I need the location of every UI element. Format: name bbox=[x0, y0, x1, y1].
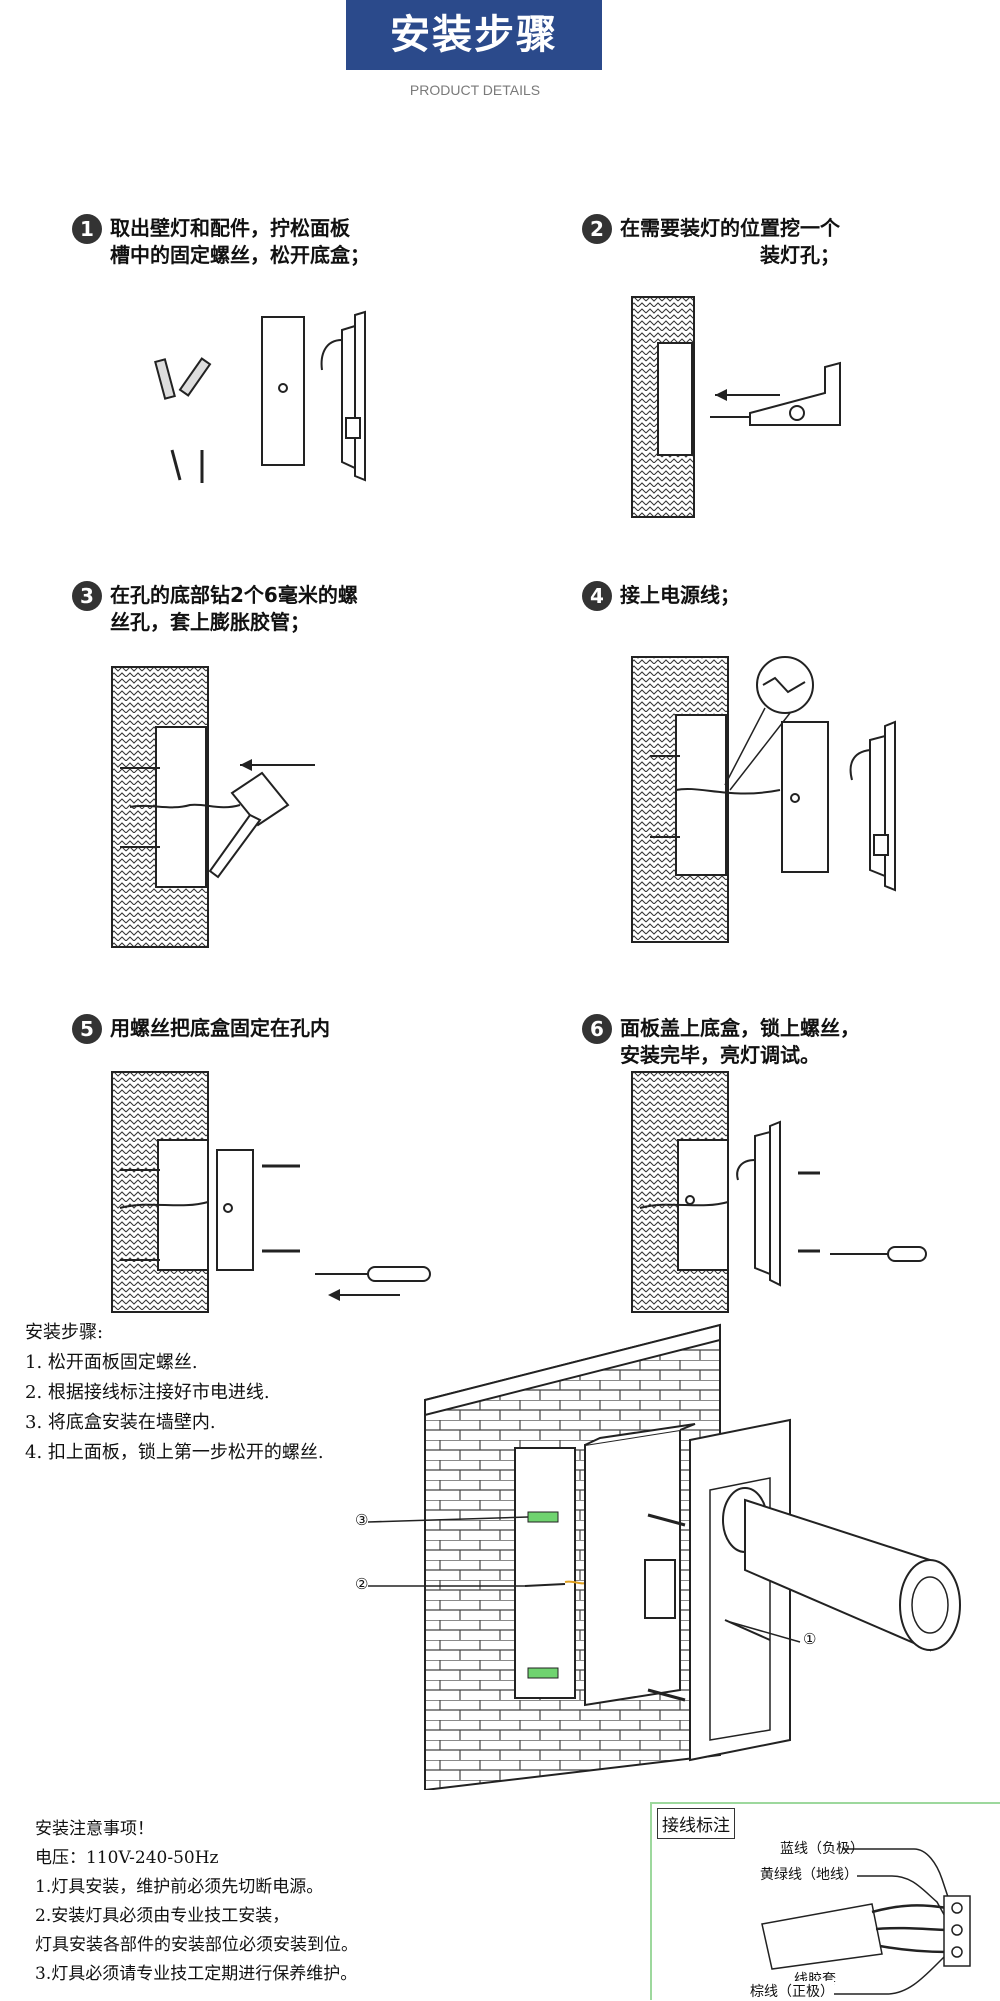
screw-icon bbox=[647, 1513, 686, 1702]
screw-icon bbox=[798, 1171, 820, 1253]
wiring-panel: 接线标注 蓝线（负极） 黄绿线（地线） 线胶套 棕线（正极） bbox=[650, 1802, 1000, 2001]
face-panel bbox=[354, 310, 366, 482]
base-box bbox=[584, 1428, 681, 1707]
step-2-title: 2 在需要装灯的位置挖一个 装灯孔； bbox=[582, 214, 840, 269]
safety-notes-title: 安装注意事项！ bbox=[35, 1819, 154, 1839]
screwdriver-icon bbox=[315, 1266, 431, 1282]
install-steps: 安装步骤: 1. 松开面板固定螺丝. 2. 根据接线标注接好市电进线. 3. 将… bbox=[25, 1318, 324, 1468]
step-3-line: 丝孔，套上膨胀胶管； bbox=[110, 610, 310, 634]
step-5-figure bbox=[111, 1071, 431, 1313]
screw-icon bbox=[170, 449, 204, 483]
exploded-assembly-figure bbox=[367, 1323, 961, 1790]
face-panel bbox=[769, 1120, 781, 1287]
anchor-bolt-icon bbox=[154, 357, 212, 400]
step-4-title: 4 接上电源线； bbox=[582, 581, 740, 611]
step-3-line: 在孔的底部钻2个6毫米的螺 bbox=[110, 583, 358, 607]
page-title: 安装步骤 bbox=[346, 0, 602, 70]
drill-icon bbox=[710, 361, 841, 426]
step-number-icon: 1 bbox=[72, 214, 102, 244]
install-step-item: 2. 根据接线标注接好市电进线. bbox=[25, 1382, 270, 1403]
step-number-icon: 6 bbox=[582, 1014, 612, 1044]
wire-label-brown: 棕线（正极） bbox=[750, 1981, 834, 2001]
step-3-title: 3 在孔的底部钻2个6毫米的螺 丝孔，套上膨胀胶管； bbox=[72, 581, 358, 636]
wall-hole bbox=[514, 1447, 576, 1699]
face-panel bbox=[884, 720, 896, 892]
callout-3: ③ bbox=[355, 1511, 369, 1529]
step-1-line: 取出壁灯和配件，拧松面板 bbox=[110, 216, 350, 240]
step-6-title: 6 面板盖上底盒，锁上螺丝， 安装完毕，亮灯调试。 bbox=[582, 1014, 860, 1069]
step-number-icon: 5 bbox=[72, 1014, 102, 1044]
step-number-icon: 3 bbox=[72, 581, 102, 611]
step-4-line: 接上电源线； bbox=[620, 583, 740, 607]
safety-note-item: 3.灯具必须请专业技工定期进行保养维护。 bbox=[35, 1964, 358, 1984]
step-6-figure bbox=[631, 1071, 927, 1313]
step-3-figure bbox=[111, 666, 315, 948]
step-1-title: 1 取出壁灯和配件，拧松面板 槽中的固定螺丝，松开底盒； bbox=[72, 214, 370, 269]
install-steps-title: 安装步骤: bbox=[25, 1322, 104, 1343]
safety-note-item: 1.灯具安装，维护前必须先切断电源。 bbox=[35, 1877, 324, 1897]
callout-2: ② bbox=[355, 1575, 369, 1593]
screw-icon bbox=[262, 1164, 300, 1253]
step-1-line: 槽中的固定螺丝，松开底盒； bbox=[110, 243, 370, 267]
step-number-icon: 2 bbox=[582, 214, 612, 244]
page-subtitle: PRODUCT DETAILS bbox=[409, 82, 541, 98]
wall-hole bbox=[657, 342, 693, 456]
safety-note-item: 灯具安装各部件的安装部位必须安装到位。 bbox=[35, 1935, 358, 1955]
step-6-line: 安装完毕，亮灯调试。 bbox=[620, 1043, 820, 1067]
zoom-detail-icon bbox=[756, 656, 814, 714]
wall-hole bbox=[675, 714, 727, 876]
wire-label-blue: 蓝线（负极） bbox=[780, 1841, 864, 1857]
wire-label-yellow-green: 黄绿线（地线） bbox=[760, 1867, 858, 1883]
step-2-figure bbox=[631, 296, 841, 518]
hammer-icon bbox=[208, 771, 290, 879]
step-2-line: 装灯孔； bbox=[760, 243, 840, 267]
step-2-line: 在需要装灯的位置挖一个 bbox=[620, 216, 840, 240]
safety-note-item: 2.安装灯具必须由专业技工安装， bbox=[35, 1906, 290, 1926]
wire-sleeve bbox=[761, 1903, 883, 1970]
install-step-item: 1. 松开面板固定螺丝. bbox=[25, 1352, 198, 1373]
base-box bbox=[216, 1149, 254, 1271]
safety-notes: 安装注意事项！ 电压：110V-240-50Hz 1.灯具安装，维护前必须先切断… bbox=[35, 1815, 358, 1989]
callout-1: ① bbox=[803, 1630, 817, 1648]
wiring-diagram bbox=[761, 1848, 971, 1995]
wiring-title: 接线标注 bbox=[657, 1808, 735, 1839]
install-step-item: 3. 将底盒安装在墙壁内. bbox=[25, 1412, 216, 1433]
screwdriver-icon bbox=[830, 1246, 927, 1262]
step-5-line: 用螺丝把底盒固定在孔内 bbox=[110, 1016, 330, 1040]
base-box bbox=[781, 721, 829, 873]
install-step-item: 4. 扣上面板，锁上第一步松开的螺丝. bbox=[25, 1442, 324, 1463]
step-5-title: 5 用螺丝把底盒固定在孔内 bbox=[72, 1014, 330, 1044]
voltage-spec: 电压：110V-240-50Hz bbox=[35, 1848, 219, 1868]
step-6-line: 面板盖上底盒，锁上螺丝， bbox=[620, 1016, 860, 1040]
step-1-figure bbox=[154, 310, 366, 483]
step-number-icon: 4 bbox=[582, 581, 612, 611]
step-4-figure bbox=[631, 656, 896, 943]
